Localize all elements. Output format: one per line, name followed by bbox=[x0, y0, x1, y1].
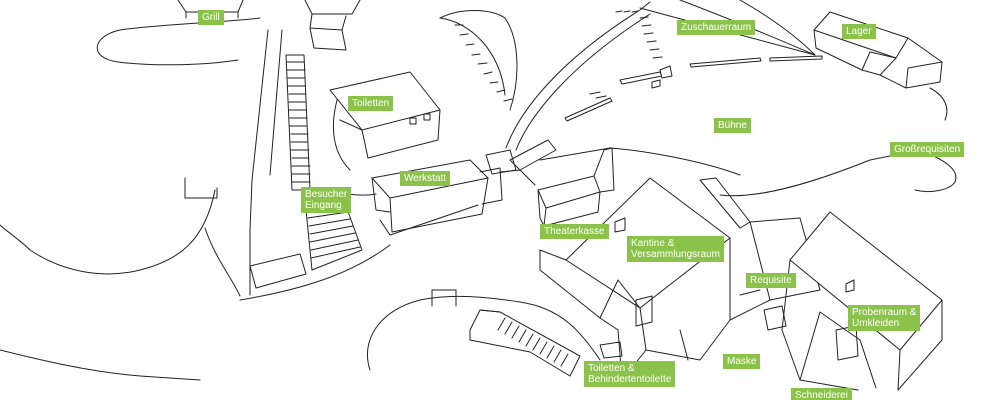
label-grossrequisiten: Großrequisiten bbox=[890, 142, 965, 157]
label-besucher-eingang-line1: Besucher bbox=[305, 189, 348, 200]
label-kantine-line1: Kantine & bbox=[631, 238, 675, 249]
lower-terrain bbox=[366, 289, 623, 377]
audience-seating bbox=[454, 10, 823, 122]
large-props-area bbox=[914, 149, 957, 193]
label-werkstatt: Werkstatt bbox=[400, 171, 451, 186]
storage-building bbox=[813, 11, 948, 121]
label-toiletten-behindertentoilette: Toiletten & Behindertentoilette bbox=[584, 361, 676, 387]
label-besucher-eingang: Besucher Eingang bbox=[301, 187, 352, 213]
terrain-outlines bbox=[0, 0, 816, 381]
label-probenraum-line2: Umkleiden bbox=[852, 318, 900, 329]
label-toiletten: Toiletten bbox=[348, 96, 394, 111]
box-office-building bbox=[537, 147, 615, 227]
label-requisite: Requisite bbox=[746, 273, 796, 288]
stage-arc bbox=[499, 1, 921, 197]
label-buehne: Bühne bbox=[714, 118, 751, 133]
label-probenraum: Probenraum & Umkleiden bbox=[848, 305, 921, 331]
toilet-building bbox=[329, 71, 441, 159]
label-theaterkasse: Theaterkasse bbox=[540, 224, 609, 239]
label-lager: Lager bbox=[842, 24, 876, 39]
label-kantine: Kantine & Versammlungsraum bbox=[627, 236, 724, 262]
canteen-building bbox=[539, 177, 751, 381]
small-hut bbox=[304, 0, 361, 51]
label-maske: Maske bbox=[723, 354, 761, 369]
label-toiletten-behindertentoilette-line1: Toiletten & bbox=[588, 363, 635, 374]
label-zuschauerraum: Zuschauerraum bbox=[677, 20, 756, 35]
label-probenraum-line1: Probenraum & bbox=[852, 307, 917, 318]
label-besucher-eingang-line2: Eingang bbox=[305, 200, 342, 211]
workshop-building bbox=[371, 149, 517, 233]
label-toiletten-behindertentoilette-line2: Behindertentoilette bbox=[588, 374, 672, 385]
label-grill: Grill bbox=[198, 10, 224, 25]
label-kantine-line2: Versammlungsraum bbox=[631, 249, 720, 260]
label-schneiderei: Schneiderei bbox=[791, 388, 852, 400]
